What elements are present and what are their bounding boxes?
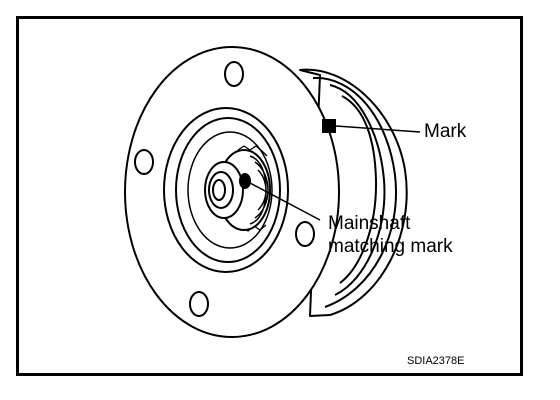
leader-line-mark: [335, 125, 421, 133]
shaft-end-bore: [212, 179, 226, 201]
bolt-hole-top: [224, 61, 244, 87]
cylinder-groove-2: [339, 95, 378, 284]
figure-code: SDIA2378E: [407, 355, 465, 367]
mainshaft-label-line1: Mainshaft: [328, 213, 411, 234]
mainshaft-label-line2: matching mark: [328, 236, 453, 257]
cylinder-rim: [312, 76, 397, 308]
cylinder-groove-1: [329, 84, 386, 296]
bolt-hole-bottom: [189, 291, 209, 317]
mark-block: [322, 119, 336, 133]
bolt-hole-left: [134, 149, 154, 175]
mark-label: Mark: [424, 121, 467, 142]
leader-line-mainshaft: [249, 182, 321, 221]
mainshaft-matching-mark-block: [239, 173, 251, 189]
bolt-hole-right: [295, 221, 315, 247]
spline-rings: [249, 155, 269, 225]
